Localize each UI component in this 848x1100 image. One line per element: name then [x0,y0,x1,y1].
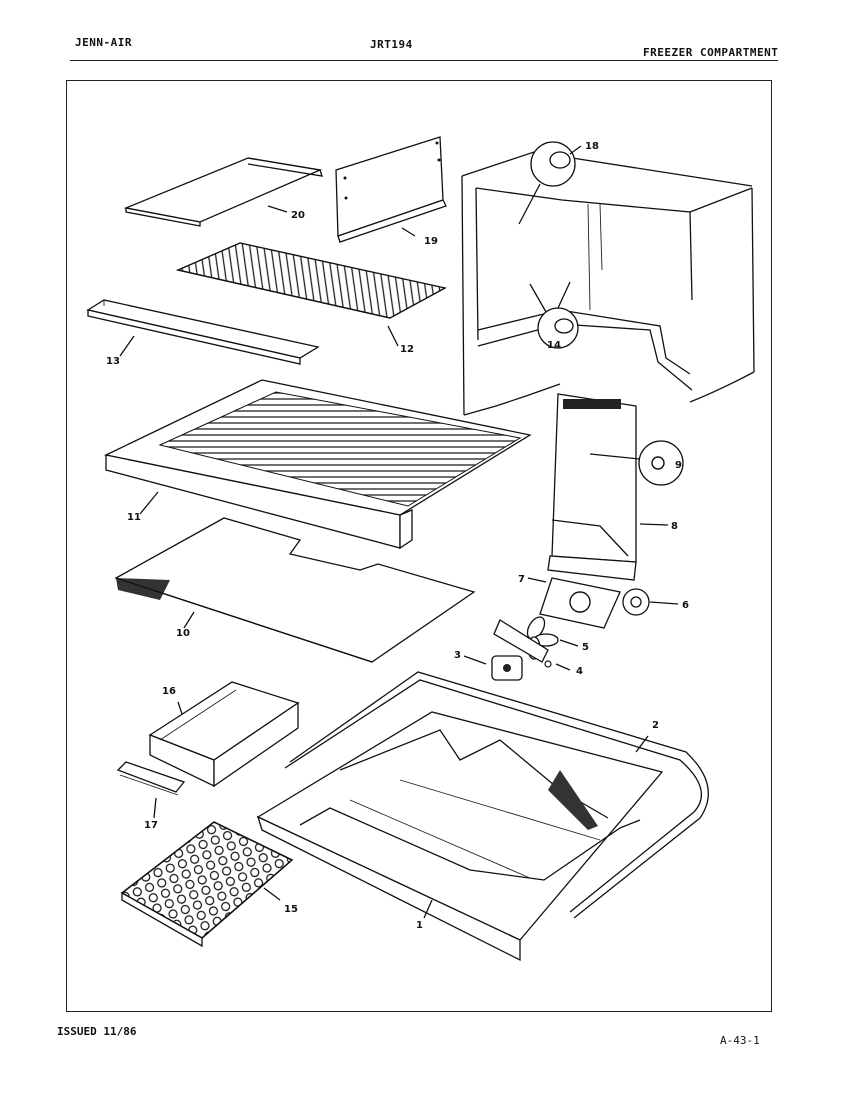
model-number: JRT194 [370,38,413,51]
callout-8: 8 [671,521,678,532]
callout-17: 17 [144,820,158,831]
header-rule [70,60,778,61]
callout-10: 10 [176,628,190,639]
callout-9: 9 [675,460,682,471]
part-9-detail-callout [589,440,684,486]
callout-11: 11 [127,512,141,523]
callout-12: 12 [400,344,414,355]
part-1-freezer-liner [256,711,664,962]
part-13-shelf-rail [86,299,320,365]
part-20-shelf-pan [123,157,323,227]
part-3-fan-motor [491,655,523,681]
callout-13: 13 [106,356,120,367]
callout-2: 2 [652,720,659,731]
callout-16: 16 [162,686,176,697]
callout-20: 20 [291,210,305,221]
part-10-glass-panel [114,517,476,663]
freezer-cabinet [461,151,755,416]
brand-label: JENN-AIR [75,36,132,49]
callout-1: 1 [416,920,423,931]
callout-7: 7 [518,574,525,585]
callout-3: 3 [454,650,461,661]
callout-19: 19 [424,236,438,247]
part-18-detail-callout [518,141,576,225]
callout-15: 15 [284,904,298,915]
part-12-wire-shelf [175,242,447,319]
section-title: FREEZER COMPARTMENT [643,46,779,59]
callout-numbers: 20 19 12 13 11 10 16 17 15 1 2 3 4 5 6 7… [106,141,689,931]
callout-6: 6 [682,600,689,611]
callout-5: 5 [582,642,589,653]
part-15-ice-tray [120,821,294,948]
leader-lines [119,145,679,919]
callout-14: 14 [547,340,561,351]
part-7-fan-bracket [539,577,621,629]
diagram-frame [66,80,772,1012]
part-17-drawer-handle [116,761,186,796]
part-6-detail-callout [622,588,650,616]
part-4-motor-mount [493,619,552,668]
part-16-crisper-drawer [148,681,300,788]
callout-18: 18 [585,141,599,152]
part-11-crisper-cover [103,379,532,550]
callout-4: 4 [576,666,583,677]
issued-date: ISSUED 11/86 [57,1025,137,1038]
part-2-liner-frame [284,671,709,919]
part-8-evaporator-cover [547,393,637,581]
part-14-detail-callout [529,281,579,349]
part-19-divider-panel [335,136,447,243]
page-code: A-43-1 [720,1034,760,1047]
